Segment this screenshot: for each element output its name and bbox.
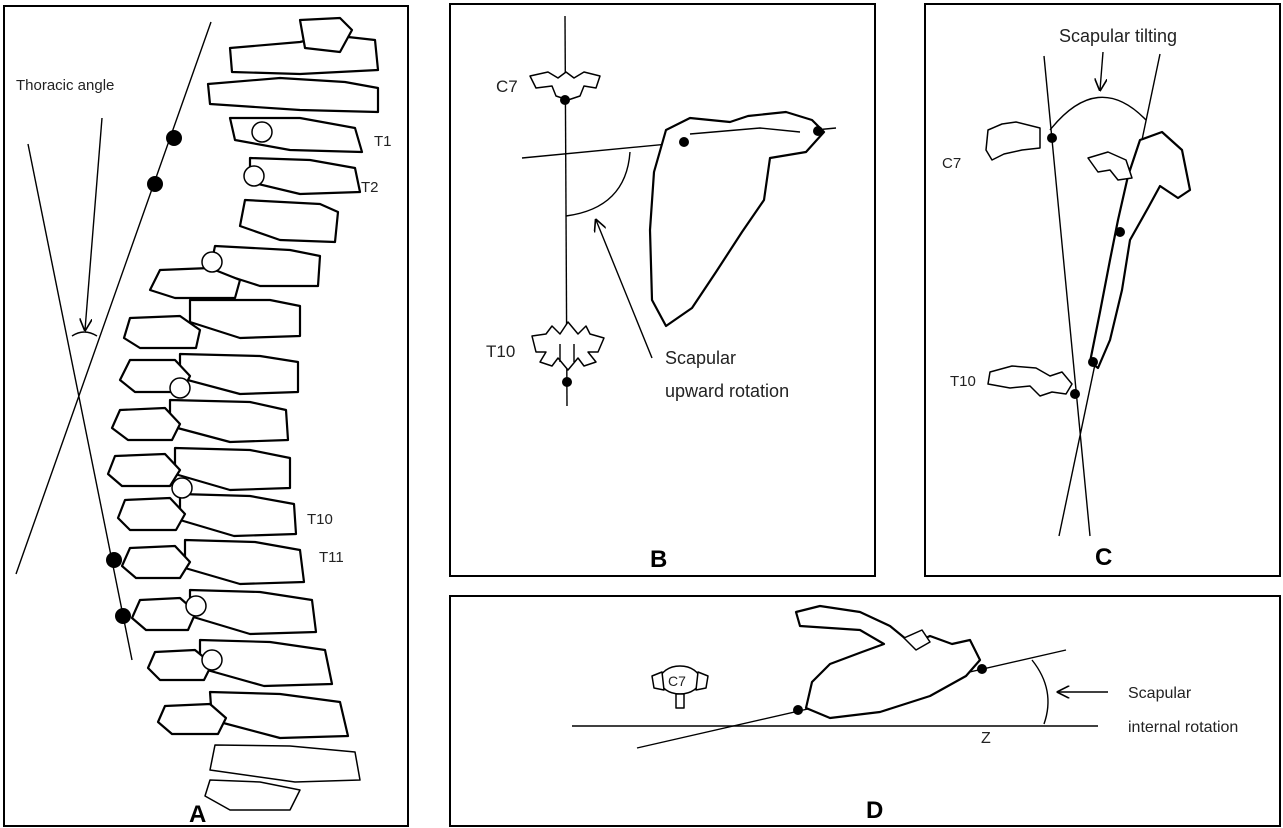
panel-b: C7 T10 Scapular upward rotation B <box>450 4 875 576</box>
inferior-angle-dot <box>1088 357 1098 367</box>
c7-landmark-dot <box>560 95 570 105</box>
t10-label: T10 <box>950 373 976 390</box>
c7-label: C7 <box>942 155 961 172</box>
vertebra-label-t10: T10 <box>307 511 333 528</box>
acromion-dot <box>977 664 987 674</box>
thoracic-angle-label: Thoracic angle <box>16 77 114 94</box>
landmark-dot-t10 <box>106 552 122 568</box>
upward-rotation-caption-line2: upward rotation <box>665 381 789 401</box>
landmark-dot-t11 <box>115 608 131 624</box>
landmark-dot-t2 <box>147 176 163 192</box>
panel-c-letter: C <box>1095 544 1112 571</box>
scapula-root-dot <box>679 137 689 147</box>
upward-rotation-caption-line1: Scapular <box>665 348 736 368</box>
panel-c-frame <box>925 4 1280 576</box>
t10-dot <box>1070 389 1080 399</box>
internal-rotation-caption-line1: Scapular <box>1128 685 1192 702</box>
t10-label: T10 <box>486 342 515 361</box>
t10-landmark-dot <box>562 377 572 387</box>
panel-b-letter: B <box>650 546 667 573</box>
panel-a-letter: A <box>189 801 206 828</box>
panel-a: Thoracic angle T1 T2 T10 T11 A <box>4 6 408 828</box>
vertebra-label-t11: T11 <box>319 549 344 566</box>
c7-dot <box>1047 133 1057 143</box>
panel-d-letter: D <box>866 797 883 824</box>
tilting-caption: Scapular tilting <box>1059 26 1177 46</box>
landmark-dot-t1 <box>166 130 182 146</box>
coracoid-dot <box>1115 227 1125 237</box>
z-label: Z <box>981 730 991 747</box>
vertebra-label-t1: T1 <box>374 133 392 150</box>
internal-rotation-caption-line2: internal rotation <box>1128 719 1238 736</box>
acromion-angle-dot <box>813 126 823 136</box>
panel-c: Scapular tilting C7 T10 C <box>925 4 1280 576</box>
c7-label: C7 <box>668 673 686 689</box>
vertebra-label-t2: T2 <box>361 179 379 196</box>
c7-label: C7 <box>496 77 518 96</box>
panel-d: C7 Z Scapular internal rotation D <box>450 596 1280 826</box>
medial-border-dot <box>793 705 803 715</box>
